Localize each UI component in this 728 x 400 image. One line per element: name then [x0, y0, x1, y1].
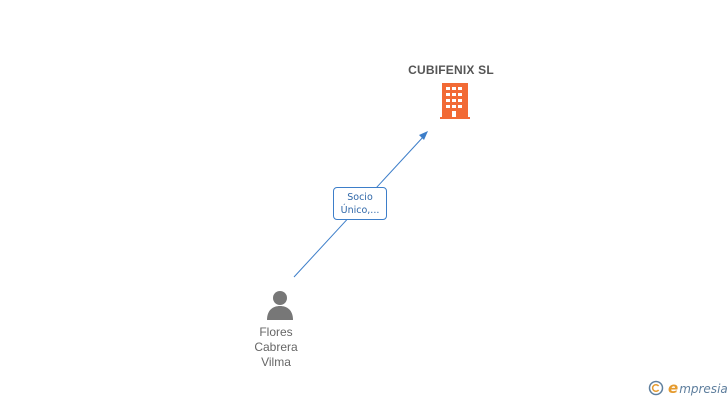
building-icon[interactable] [436, 83, 472, 119]
person-name-line-1: Flores [259, 325, 293, 339]
relationship-label-line-2: Único,... [340, 205, 380, 216]
brand-name: mpresia [679, 382, 728, 396]
person-icon[interactable] [265, 290, 295, 320]
brand-initial: e [668, 379, 679, 397]
brand-logo: e mpresia [668, 379, 728, 397]
copyright-icon [648, 380, 664, 396]
relationship-label[interactable]: Socio Único,... [333, 187, 387, 220]
company-name[interactable]: CUBIFENIX SL [408, 63, 494, 77]
brand-watermark: e mpresia [648, 378, 728, 398]
person-name-line-2: Cabrera [254, 340, 298, 354]
arrowhead-icon [419, 131, 428, 140]
person-name[interactable]: Flores Cabrera Vilma [236, 325, 316, 370]
person-name-line-3: Vilma [261, 355, 291, 369]
relationship-label-line-1: Socio [347, 192, 373, 203]
